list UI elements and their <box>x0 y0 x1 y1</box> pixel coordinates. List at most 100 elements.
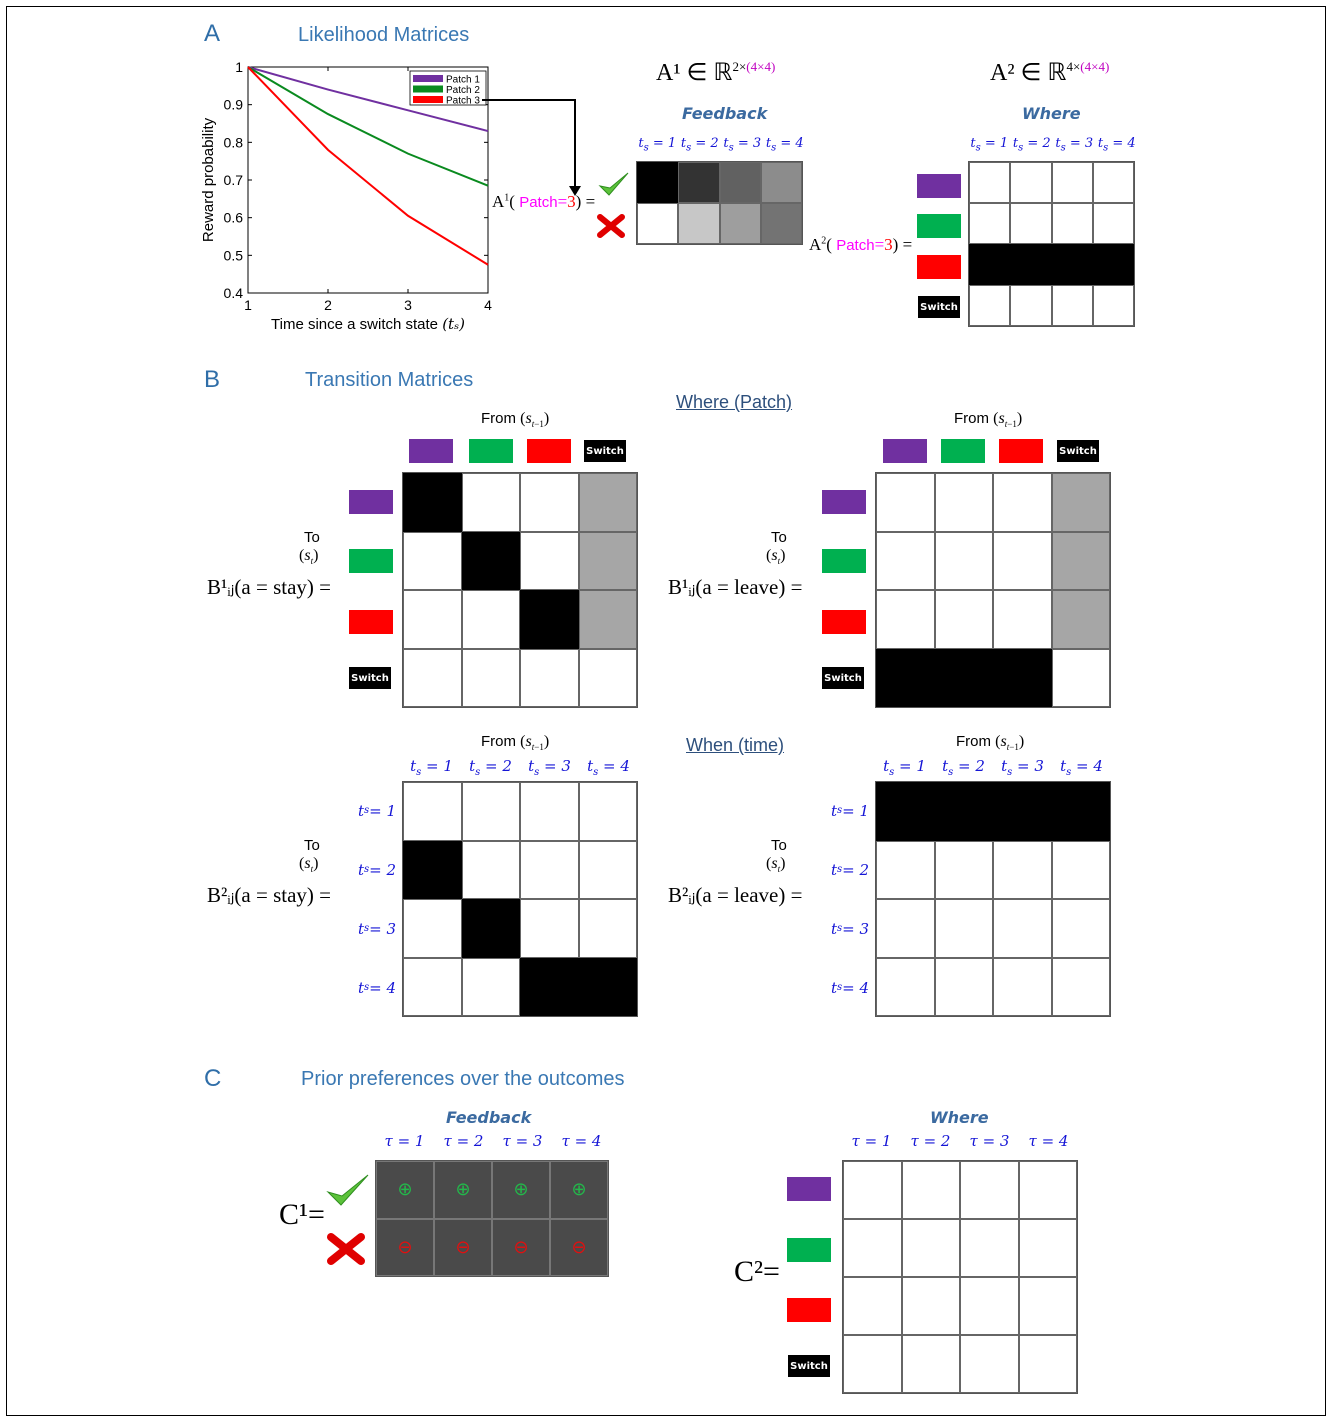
b2-leave-cell-r1-c1 <box>876 782 935 841</box>
b2-stay-to-label: To <box>304 837 320 854</box>
b1-stay-equation: B¹ᵢⱼ(a = stay) = <box>207 575 331 599</box>
b1-stay-cell-r3-c4 <box>578 590 637 649</box>
b2-leave-to-label: To <box>771 837 787 854</box>
a1-cell-r1-c1 <box>637 162 679 203</box>
c2-cell-r1-c4 <box>1018 1161 1077 1219</box>
b1-leave-cell-r1-c2 <box>934 473 993 532</box>
b1-stay-from-switch: Switch <box>584 440 626 462</box>
b1-leave-cell-r2-c2 <box>934 531 993 590</box>
a1-header-2: ts = 2 <box>680 136 719 154</box>
a1-inner-dims: (4×4) <box>746 59 776 74</box>
b2-stay-cell-r2-c4 <box>578 840 637 899</box>
a2-patch-word: Patch <box>836 237 875 254</box>
panel-b-title: Transition Matrices <box>305 369 474 391</box>
b2-leave-cell-r3-c4 <box>1051 899 1110 958</box>
y-tick-label: 0.6 <box>224 210 244 226</box>
c1-cell-r2-c2: ⊖ <box>434 1218 492 1276</box>
b1-leave-from-label: From (st−1) <box>954 410 1023 430</box>
a1-cell-r1-c2 <box>678 162 720 203</box>
c2-cell-r1-c1 <box>843 1161 902 1219</box>
b2-stay-cell-r4-c2 <box>461 957 520 1016</box>
b1-stay-cell-r3-c2 <box>461 590 520 649</box>
c1-cell-r2-c4: ⊖ <box>550 1218 608 1276</box>
a2-cell-r4-c4 <box>1092 285 1134 326</box>
b1-leave-cell-r3-c3 <box>993 590 1052 649</box>
a1-cell-r2-c4 <box>760 203 802 244</box>
a2-patch2-swatch <box>917 214 961 238</box>
x-tick-label: 4 <box>484 297 492 313</box>
c2-equation: C²= <box>734 1255 780 1288</box>
a2-cell-r3-c1 <box>969 244 1011 285</box>
b2-stay-to-symbol: (st) <box>299 855 319 875</box>
a2-cell-r1-c2 <box>1010 162 1052 203</box>
b1-leave-cell-r3-c1 <box>876 590 935 649</box>
c2-header-1: τ = 1 <box>851 1132 892 1150</box>
b2-stay-cell-r3-c3 <box>520 899 579 958</box>
b1-leave-cell-r2-c4 <box>1051 531 1110 590</box>
b2-stay-header-2: ts = 2 <box>469 757 512 778</box>
a1-cell-r2-c1 <box>637 203 679 244</box>
series-line-2 <box>247 66 489 187</box>
a1-patch-word: Patch <box>519 194 558 211</box>
b2-stay-header-3: ts = 3 <box>528 757 571 778</box>
b1-leave-to-patch1 <box>822 490 866 514</box>
c1-header-2: τ = 2 <box>443 1132 484 1150</box>
when-time-heading: When (time) <box>686 735 785 755</box>
c2-header-2: τ = 2 <box>910 1132 951 1150</box>
a2-header-1: ts = 1 <box>970 136 1009 154</box>
b1-leave-from-patch3 <box>999 439 1043 463</box>
b1-leave-to-patch2 <box>822 549 866 573</box>
legend-swatch-3 <box>413 96 443 103</box>
c1-header-4: τ = 4 <box>561 1132 602 1150</box>
b2-stay-cell-r3-c2 <box>461 899 520 958</box>
b2-stay-header-4: ts = 4 <box>587 757 630 778</box>
b1-leave-cell-r2-c1 <box>876 531 935 590</box>
b2-stay-matrix <box>402 781 638 1017</box>
c1-cell-r1-c2: ⊕ <box>434 1161 492 1219</box>
a2-cell-r1-c3 <box>1051 162 1093 203</box>
a2-patch1-swatch <box>917 174 961 198</box>
y-tick-label: 1 <box>235 59 243 75</box>
a1-cell-r2-c3 <box>719 203 761 244</box>
c1-cross-icon <box>327 1233 365 1265</box>
y-tick-label: 0.4 <box>224 285 244 301</box>
a2-patch3-swatch <box>917 255 961 279</box>
a2-dims: 4× <box>1066 59 1081 74</box>
b2-stay-cell-r1-c4 <box>578 782 637 841</box>
b2-leave-cell-r2-c4 <box>1051 840 1110 899</box>
b2-leave-equation: B²ᵢⱼ(a = leave) = <box>668 883 803 907</box>
x-axis-label: Time since a switch state (tₛ) <box>271 315 465 333</box>
a1-expression: A¹ ∈ ℝ2×(4×4) <box>656 58 775 87</box>
where-patch-heading: Where (Patch) <box>676 392 793 412</box>
b2-stay-cell-r2-c2 <box>461 840 520 899</box>
c1-header-3: τ = 3 <box>502 1132 543 1150</box>
y-tick-label: 0.9 <box>224 97 244 113</box>
a2-header-4: ts = 4 <box>1097 136 1136 154</box>
b1-leave-to-switch: Switch <box>822 667 864 689</box>
b2-stay-header-1: ts = 1 <box>410 757 453 778</box>
y-tick-label: 0.8 <box>224 134 244 150</box>
b2-leave-header-2: ts = 2 <box>942 757 985 778</box>
b2-leave-from-text: From <box>956 733 991 750</box>
b1-stay-from-patch2 <box>469 439 513 463</box>
a2-cell-r1-c4 <box>1092 162 1134 203</box>
b2-leave-cell-r1-c2 <box>934 782 993 841</box>
a2-cell-r4-c3 <box>1051 285 1093 326</box>
c2-cell-r3-c1 <box>843 1277 902 1335</box>
b2-leave-cell-r2-c2 <box>934 840 993 899</box>
b2-stay-from-label: From (st−1) <box>481 733 550 753</box>
b2-leave-header-3: ts = 3 <box>1001 757 1044 778</box>
b2-stay-cell-r4-c4 <box>578 957 637 1016</box>
b2-stay-column-headers: ts = 1 ts = 2 ts = 3 ts = 4 <box>402 757 638 778</box>
c1-check-icon <box>326 1174 369 1206</box>
b1-stay-to-patch2 <box>349 549 393 573</box>
c2-cell-r4-c3 <box>960 1335 1019 1393</box>
c2-switch-label: Switch <box>788 1355 830 1377</box>
